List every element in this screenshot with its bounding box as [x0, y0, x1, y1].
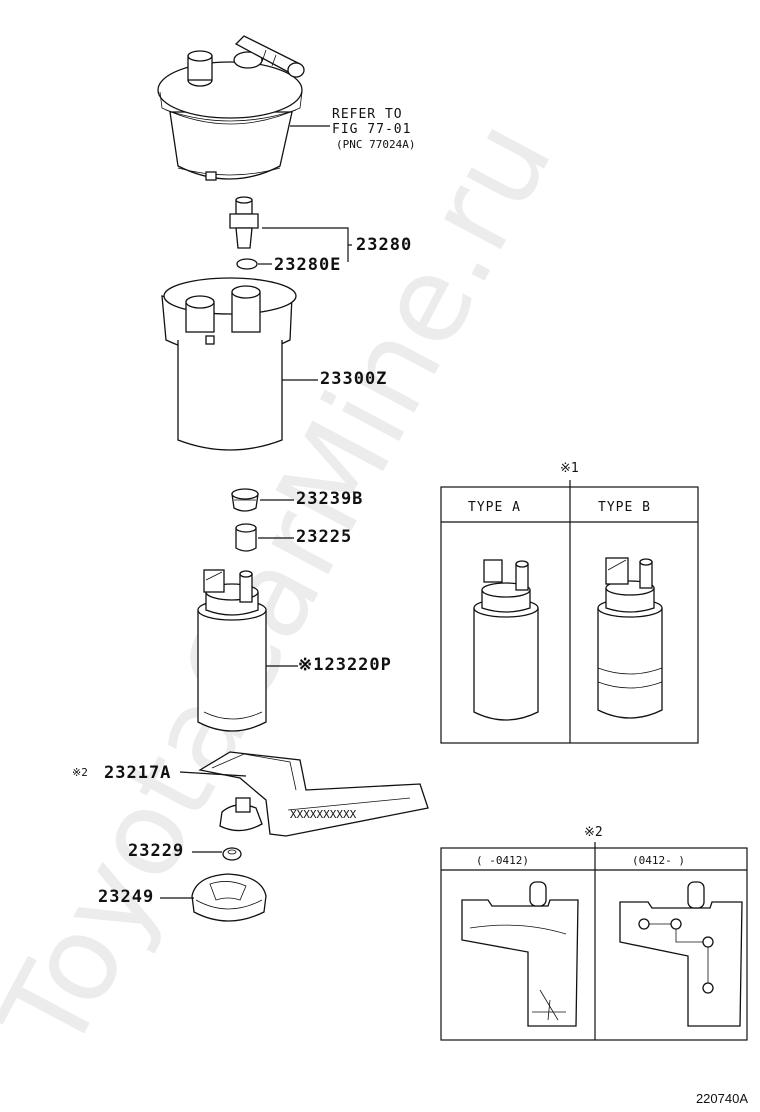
inset2-col2-label: (0412- )	[632, 854, 685, 867]
part-label-23249: 23249	[98, 887, 154, 907]
part-label-23280e: 23280E	[274, 255, 341, 275]
cushion-23225-illustration	[235, 523, 257, 552]
washer-23229-illustration	[222, 847, 242, 861]
refer-note-line2: FIG 77-01	[332, 122, 411, 137]
inset1-mark: ※1	[560, 461, 579, 476]
type-b-pump-illustration	[597, 557, 663, 719]
refer-note-line3: (PNC 77024A)	[336, 138, 415, 151]
fuel-pump-23220p-illustration	[197, 569, 267, 732]
strainer-late-illustration	[619, 881, 743, 1027]
grommet-23239b-illustration	[231, 488, 259, 512]
strainer-early-illustration	[461, 881, 579, 1027]
inset-strainer-variants	[440, 842, 748, 1041]
part-mark-23217a: ※2	[72, 766, 88, 779]
filter-housing-23300z-illustration	[161, 277, 297, 451]
refer-note-line1: REFER TO	[332, 107, 403, 122]
inset-type-comparison	[440, 480, 699, 744]
filter-pattern: XXXXXXXXXX	[290, 808, 357, 821]
inset2-col1-label: ( -0412)	[476, 854, 529, 867]
diagram-code: 220740A	[695, 1091, 748, 1106]
part-label-23280: 23280	[356, 235, 412, 255]
part-label-23239b: 23239B	[296, 489, 363, 509]
type-a-pump-illustration	[473, 559, 539, 721]
inset1-type-a-label: TYPE A	[468, 500, 521, 515]
fuel-filter-illustration	[157, 35, 305, 181]
part-label-23217a: 23217A	[104, 763, 171, 783]
fuel-strainer-23217a-illustration: XXXXXXXXXX	[198, 751, 429, 837]
part-label-23220p: ※123220P	[298, 655, 392, 675]
inset2-mark: ※2	[584, 825, 603, 840]
part-label-23229: 23229	[128, 841, 184, 861]
inset1-type-b-label: TYPE B	[598, 500, 651, 515]
retainer-23249-illustration	[191, 873, 267, 922]
fitting-23280-illustration	[229, 196, 259, 270]
part-label-23300z: 23300Z	[320, 369, 387, 389]
part-label-23225: 23225	[296, 527, 352, 547]
